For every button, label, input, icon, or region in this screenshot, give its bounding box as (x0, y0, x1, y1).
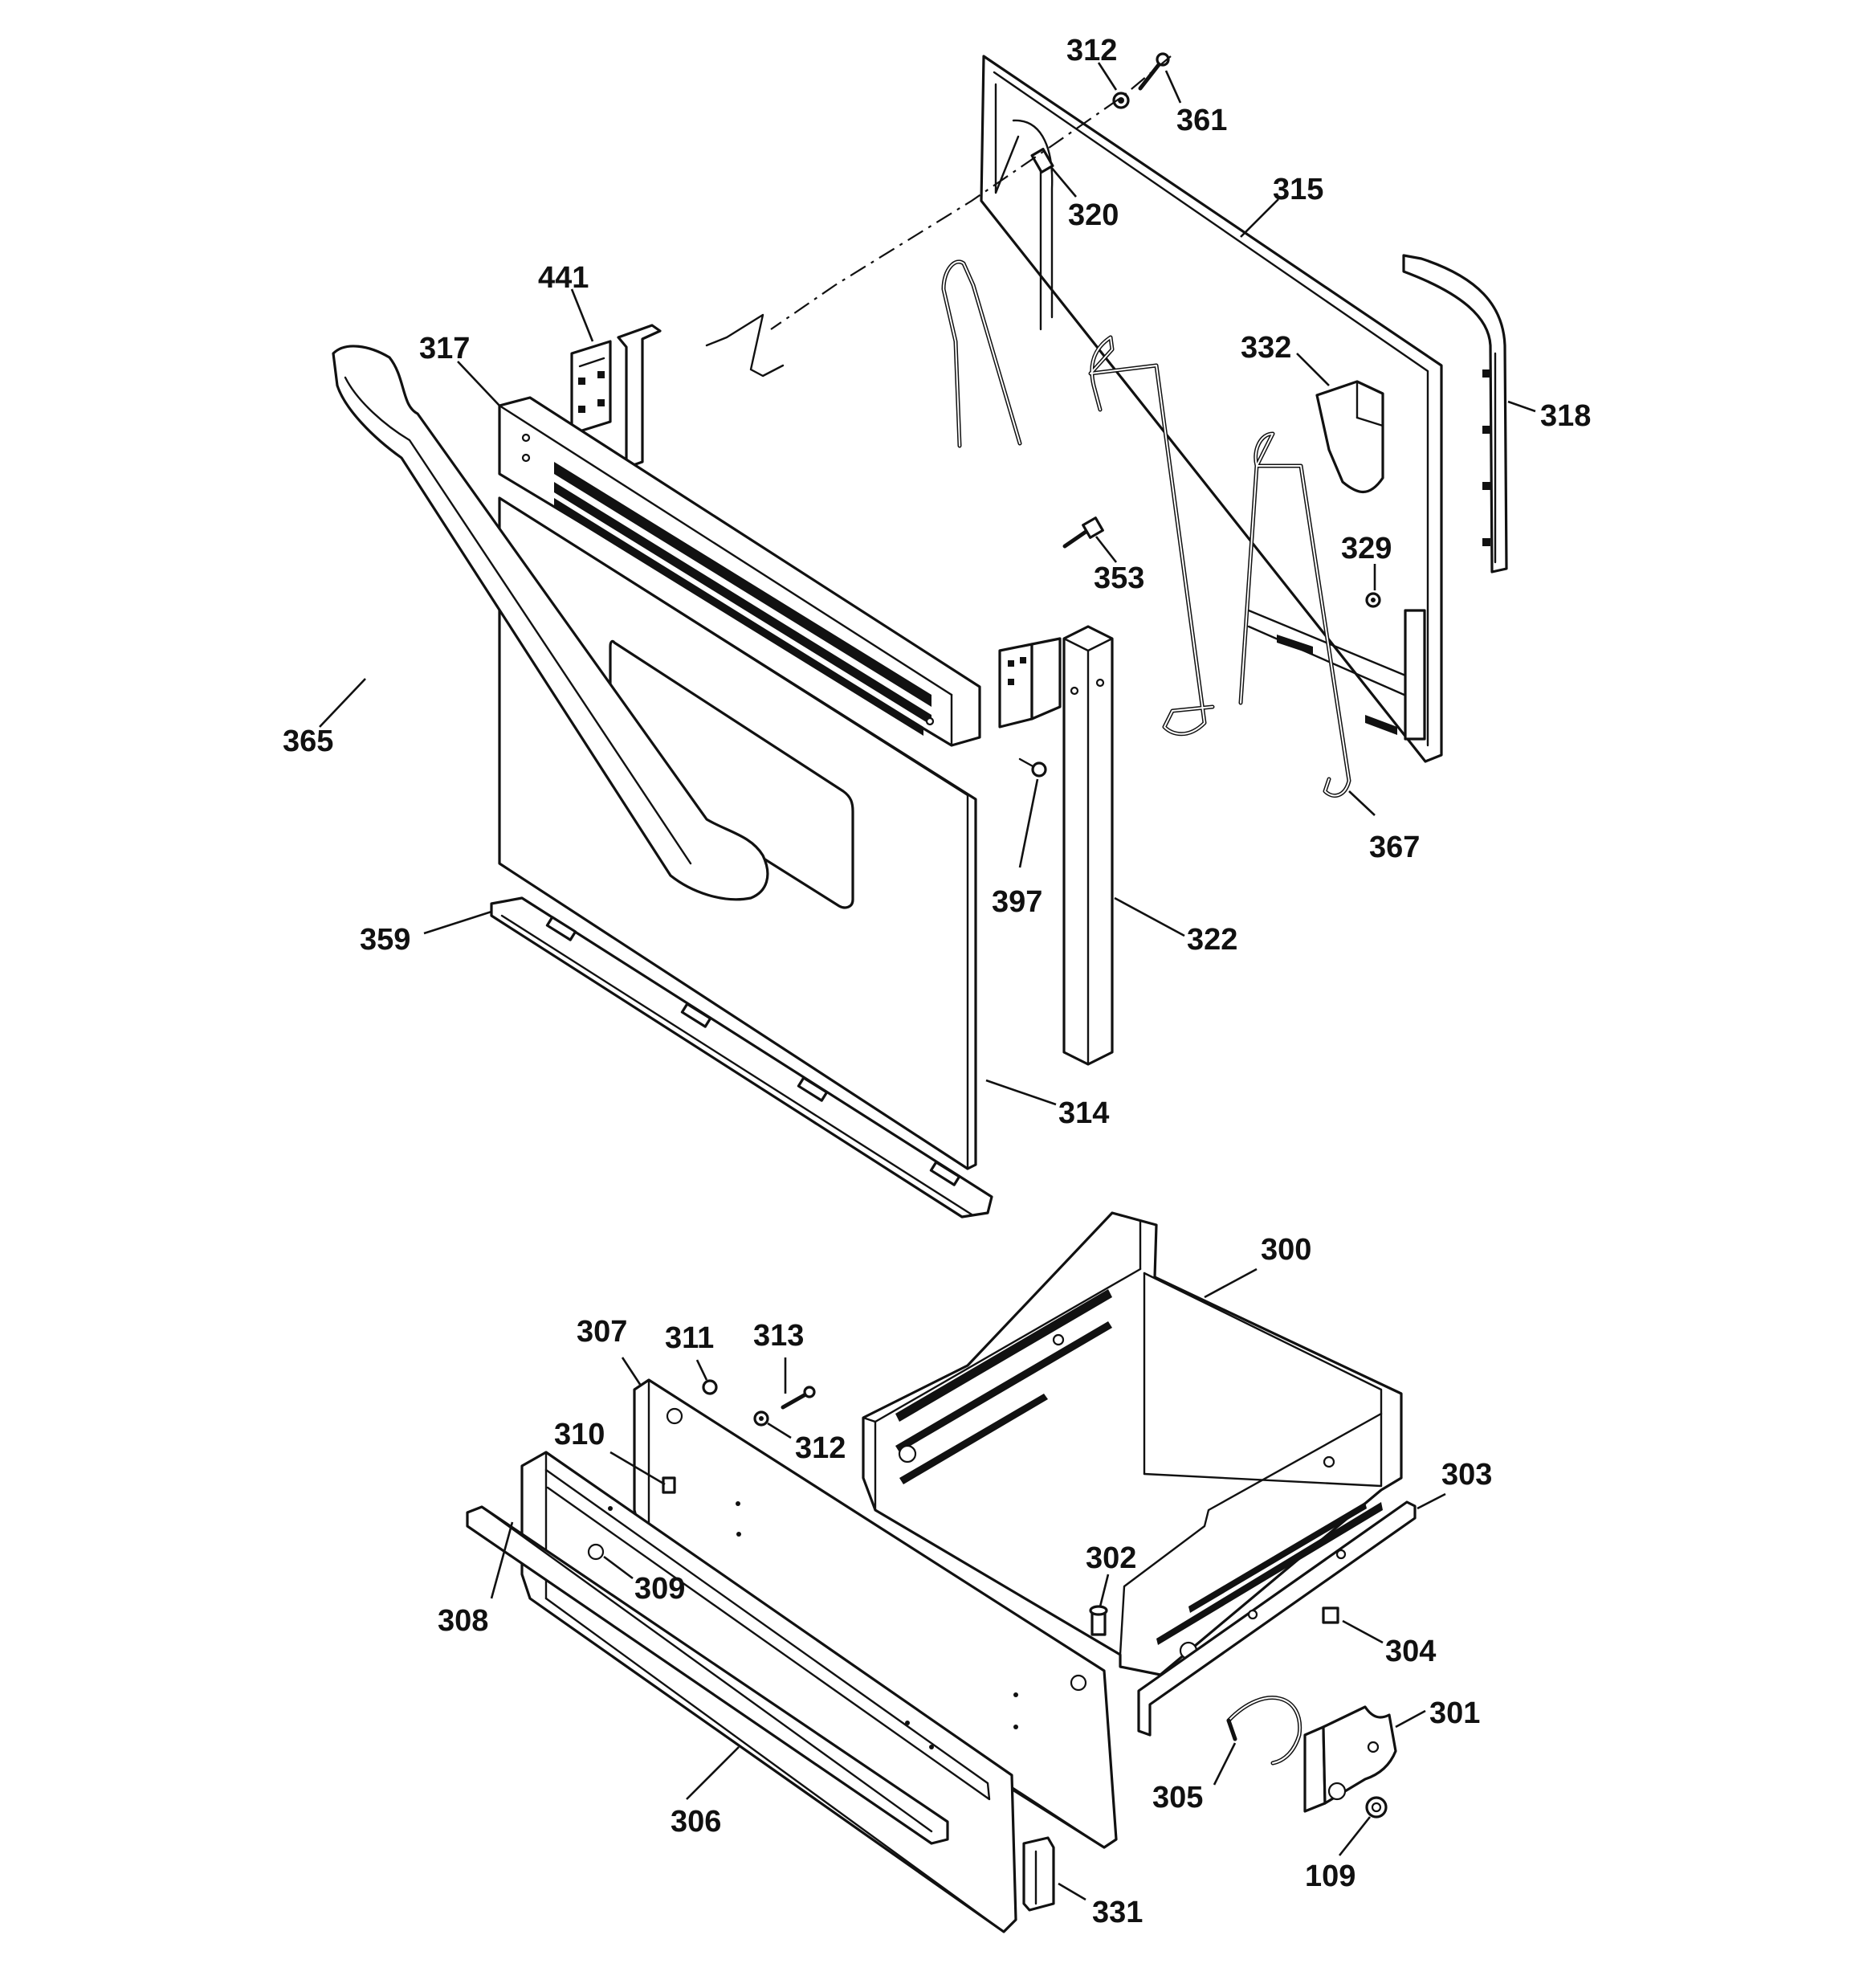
callout-332: 332 (1241, 331, 1291, 365)
callout-307: 307 (577, 1315, 627, 1349)
part-359-door-bottom-trim (490, 896, 993, 1219)
part-301-bracket (1303, 1705, 1397, 1813)
callout-320: 320 (1068, 198, 1119, 232)
callout-305: 305 (1152, 1781, 1203, 1815)
callout-309: 309 (634, 1572, 685, 1606)
part-353-screw (1062, 516, 1104, 549)
part-304-clip (1322, 1606, 1339, 1624)
callout-331: 331 (1092, 1896, 1143, 1929)
callout-300: 300 (1261, 1233, 1311, 1267)
part-313-screw (781, 1386, 816, 1410)
part-331-bracket (1022, 1836, 1055, 1912)
callout-308: 308 (438, 1604, 488, 1638)
part-441-bracket (570, 324, 662, 469)
callout-labels: 312 361 320 315 441 317 332 318 353 329 … (283, 34, 1591, 1929)
part-109-nut (1365, 1796, 1388, 1819)
callout-329: 329 (1341, 532, 1392, 565)
part-361-screw (1138, 52, 1170, 91)
part-305-ring (1226, 1696, 1302, 1766)
part-300-drawer-box (862, 1211, 1403, 1676)
callout-317: 317 (419, 332, 470, 365)
callout-367: 367 (1369, 831, 1420, 864)
hinge-bracket (998, 637, 1062, 729)
part-332-insulation (1315, 380, 1384, 493)
callout-304: 304 (1385, 1635, 1436, 1668)
callout-313: 313 (753, 1319, 804, 1353)
part-318-side-trim (1402, 254, 1508, 574)
callout-312-top: 312 (1066, 34, 1117, 67)
callout-441: 441 (538, 261, 589, 295)
callout-397: 397 (992, 885, 1042, 919)
callout-318: 318 (1540, 399, 1591, 433)
callout-306: 306 (671, 1805, 721, 1839)
break-symbol (705, 313, 785, 378)
part-367-oven-racks (941, 259, 1351, 798)
part-397-screw (1018, 757, 1047, 778)
part-303-drawer-rail (1137, 1500, 1417, 1737)
part-308-drawer-handle (466, 1505, 949, 1845)
part-312-top-nut (1112, 92, 1130, 109)
part-365-door-handle (332, 345, 769, 901)
part-302-roller (1089, 1605, 1108, 1636)
part-320-pin (1030, 148, 1054, 173)
callout-361: 361 (1176, 104, 1227, 137)
leader-lines (319, 62, 1536, 1901)
vent-slots (554, 462, 932, 736)
part-329-screw (1365, 592, 1381, 608)
part-317-door-top-trim (498, 396, 981, 747)
callout-314: 314 (1058, 1096, 1109, 1130)
part-315-oven-panel (980, 55, 1443, 763)
callout-302: 302 (1086, 1541, 1136, 1575)
part-312-bottom-washer (753, 1410, 769, 1427)
callout-322: 322 (1187, 923, 1237, 957)
callout-109: 109 (1305, 1859, 1355, 1893)
callout-303: 303 (1441, 1458, 1492, 1492)
callout-301: 301 (1429, 1696, 1480, 1730)
callout-311: 311 (665, 1321, 714, 1355)
callout-312-bottom: 312 (795, 1431, 846, 1465)
part-310-clip (662, 1476, 676, 1494)
callout-365: 365 (283, 725, 333, 758)
callout-310: 310 (554, 1418, 605, 1451)
callout-359: 359 (360, 923, 410, 957)
alignment-line (770, 55, 1172, 330)
part-322-side-post (1062, 625, 1114, 1066)
callout-315: 315 (1273, 173, 1323, 206)
callout-353: 353 (1094, 561, 1144, 595)
part-311-nut (702, 1379, 718, 1395)
